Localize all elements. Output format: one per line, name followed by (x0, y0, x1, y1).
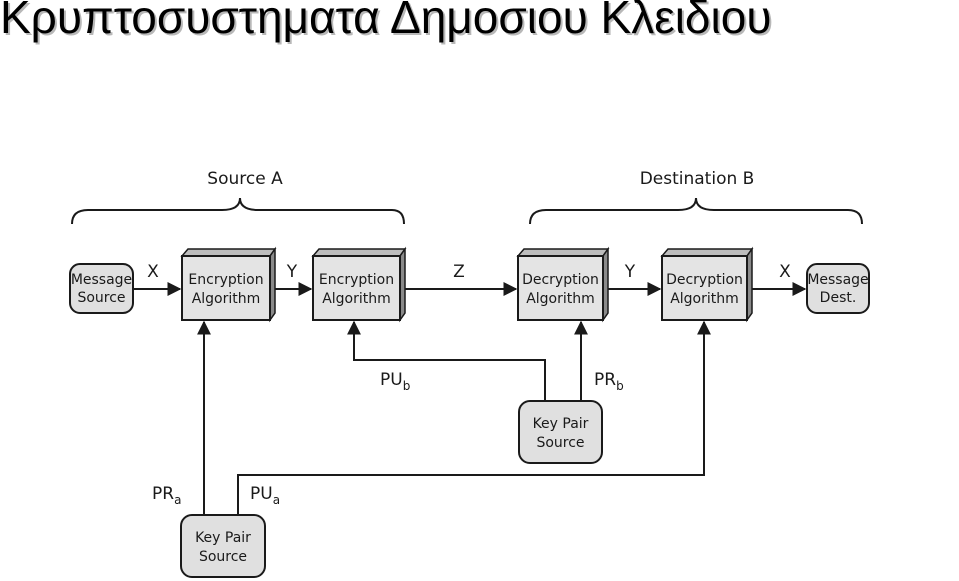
svg-text:Encryption: Encryption (319, 272, 394, 288)
group-label-destination: Destination B (640, 169, 755, 189)
svg-text:Decryption: Decryption (522, 272, 599, 288)
brace-destination (529, 197, 863, 225)
svg-text:Encryption: Encryption (188, 272, 263, 288)
node-decryption-2: Decryption Algorithm (660, 246, 754, 323)
svg-text:Key Pair: Key Pair (195, 530, 251, 546)
node-encryption-1: Encryption Algorithm (180, 246, 277, 323)
edge-label-pu-a: PUa (250, 484, 280, 507)
svg-text:Key Pair: Key Pair (533, 416, 589, 432)
brace-source (71, 197, 405, 225)
svg-text:Source: Source (536, 435, 584, 451)
edge-label-x-out: X (779, 262, 791, 282)
arrow-pu-a (237, 320, 711, 515)
edge-label-pr-b: PRb (594, 370, 624, 393)
node-key-pair-b: Key Pair Source (518, 400, 603, 464)
node-message-source: Message Source (69, 263, 134, 314)
svg-text:Dest.: Dest. (820, 290, 857, 306)
edge-label-x-in: X (147, 262, 159, 282)
svg-text:Algorithm: Algorithm (322, 291, 391, 307)
node-decryption-1: Decryption Algorithm (516, 246, 610, 323)
arrow-pu-b (347, 320, 546, 401)
slide-title: Κρυπτοσυστηματα Δημοσιου Κλειδιου (0, 0, 772, 43)
edge-label-pr-a: PRa (152, 484, 181, 507)
node-encryption-2: Encryption Algorithm (311, 246, 407, 323)
edge-label-z: Z (453, 262, 465, 282)
node-message-dest: Message Dest. (806, 263, 870, 314)
svg-text:Source: Source (77, 290, 125, 306)
svg-text:Algorithm: Algorithm (192, 291, 261, 307)
group-label-source: Source A (207, 169, 283, 189)
edge-label-y1: Y (286, 262, 298, 282)
edge-label-pu-b: PUb (380, 370, 410, 393)
svg-text:Message: Message (807, 272, 868, 288)
svg-text:Algorithm: Algorithm (526, 291, 595, 307)
svg-text:Algorithm: Algorithm (670, 291, 739, 307)
node-key-pair-a: Key Pair Source (180, 514, 266, 578)
edge-label-y2: Y (624, 262, 636, 282)
svg-text:Message: Message (71, 272, 132, 288)
svg-text:Source: Source (199, 549, 247, 565)
svg-text:Decryption: Decryption (666, 272, 743, 288)
